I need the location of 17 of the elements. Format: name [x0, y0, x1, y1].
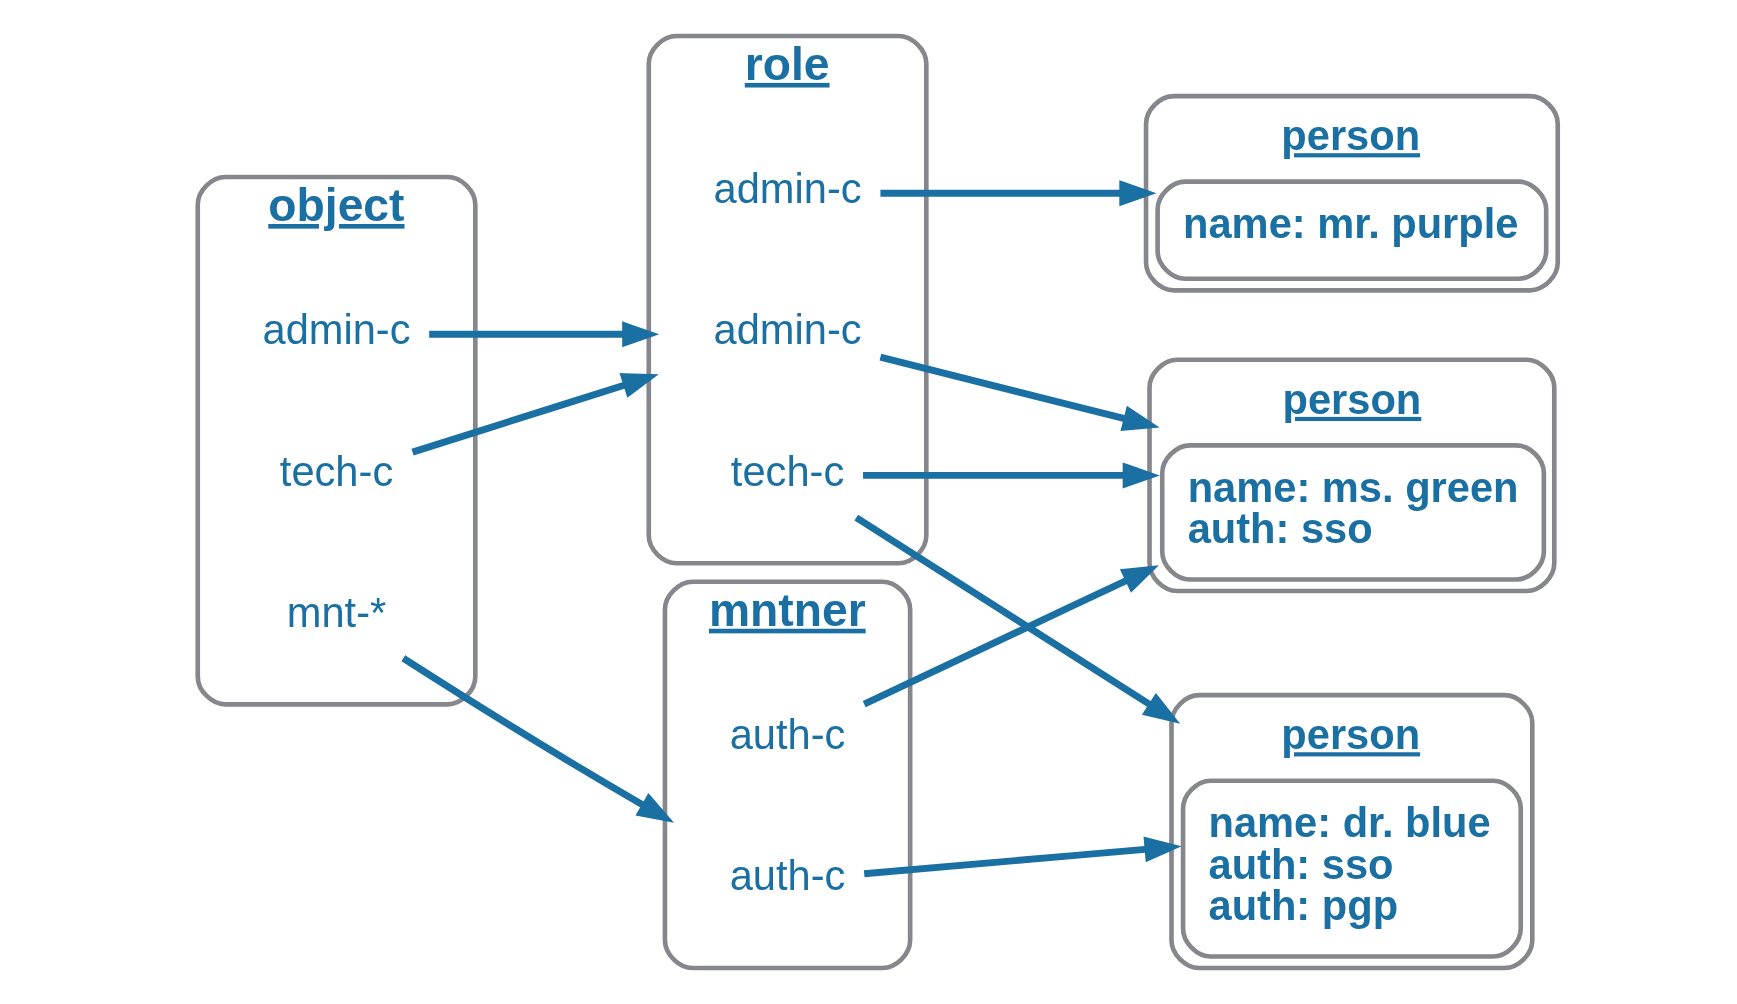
arrow — [854, 514, 1181, 724]
node-text: mnt-* — [286, 588, 387, 636]
arrow — [401, 655, 675, 823]
node-text: auth-c — [729, 852, 846, 900]
node-box: person name: mr. purple — [1143, 93, 1561, 293]
arrow — [411, 373, 659, 456]
node-text: auth-c — [729, 711, 846, 759]
arrow — [862, 565, 1159, 708]
node-box: person name: dr. blue auth: sso auth: pgp — [1169, 692, 1535, 971]
node-text: admin-c — [262, 306, 411, 354]
arrow — [863, 836, 1182, 878]
node-text: tech-c — [279, 447, 394, 495]
node-text: tech-c — [730, 447, 845, 495]
node-box: person name: ms. green auth: sso — [1147, 357, 1557, 594]
arrow — [879, 353, 1160, 432]
node-text: admin-c — [713, 306, 862, 354]
node-text: admin-c — [713, 165, 862, 213]
